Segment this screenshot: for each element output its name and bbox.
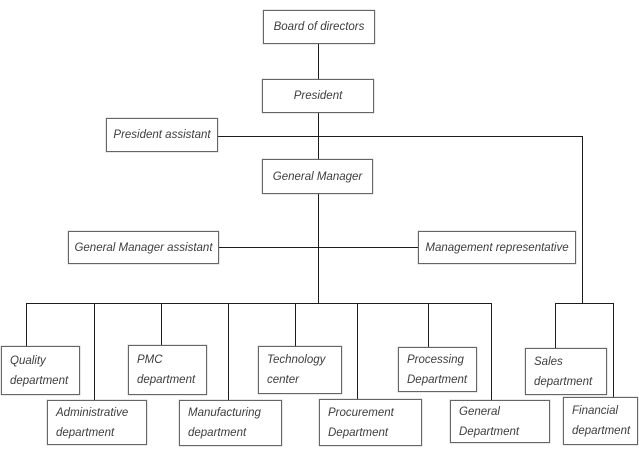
node-administrative-department: Administrative department	[47, 400, 147, 445]
connector-board-to-president	[318, 44, 319, 79]
connector-president-assistant-line	[218, 136, 583, 137]
connector-drop-financial	[613, 303, 614, 397]
connector-gm-assistant-to-management-representative	[219, 247, 418, 248]
node-president-assistant: President assistant	[106, 118, 218, 152]
connector-department-bus	[26, 303, 492, 304]
node-president: President	[262, 79, 374, 113]
connector-drop-manufacturing	[228, 303, 229, 400]
node-manufacturing-department: Manufacturing department	[179, 400, 282, 446]
node-general-department: General Department	[450, 400, 550, 443]
connector-drop-quality	[26, 303, 27, 346]
node-board-of-directors: Board of directors	[263, 10, 375, 44]
connector-general-manager-to-bus	[318, 194, 319, 303]
connector-drop-sales	[555, 303, 556, 348]
connector-drop-pmc	[161, 303, 162, 345]
node-procurement-department: Procurement Department	[319, 399, 422, 446]
connector-drop-technology	[295, 303, 296, 346]
connector-drop-processing	[428, 303, 429, 347]
connector-drop-procurement	[357, 303, 358, 399]
node-processing-department: Processing Department	[398, 347, 477, 392]
node-general-manager-assistant: General Manager assistant	[68, 231, 219, 264]
node-financial-department: Financial department	[563, 397, 638, 445]
node-general-manager: General Manager	[262, 159, 373, 194]
node-pmc-department: PMC department	[128, 345, 207, 395]
connector-right-branch-bus	[555, 303, 614, 304]
node-quality-department: Quality department	[1, 346, 80, 395]
node-technology-center: Technology center	[258, 346, 342, 394]
node-management-representative: Management representative	[418, 231, 576, 264]
connector-right-branch-vertical	[582, 136, 583, 303]
connector-drop-administrative	[94, 303, 95, 400]
node-sales-department: Sales department	[525, 348, 607, 395]
connector-drop-general	[491, 303, 492, 400]
